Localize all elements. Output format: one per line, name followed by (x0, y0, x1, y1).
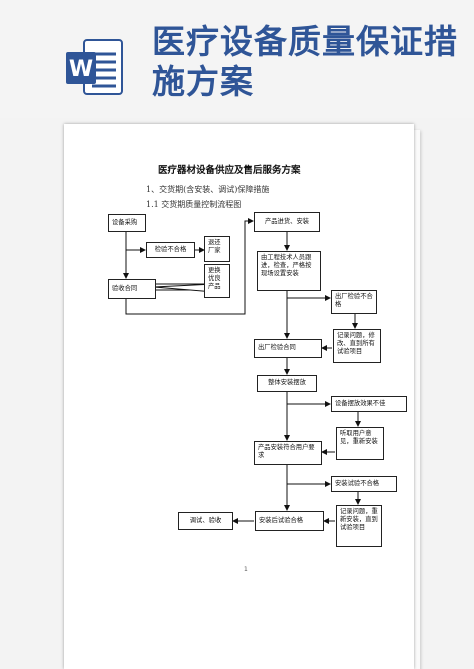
flow-purchase: 设备采购 (108, 214, 146, 232)
flow-replace: 更换优良产品 (204, 264, 230, 298)
banner: W 医疗设备质量保证措施方案 (0, 0, 474, 118)
flow-delivery: 产品进货、安装 (254, 212, 320, 232)
page-number: 1 (244, 566, 248, 573)
flow-record-fix: 记录问题，修改、直到所有试验项目 (333, 329, 381, 363)
flow-listen-user: 听取用户意见，重新安装 (336, 427, 384, 460)
flow-post-install-ok: 安装后试验合格 (255, 511, 324, 531)
document-title: 医疗器材设备供应及售后服务方案 (158, 165, 301, 176)
flow-acceptance-ok: 验收合同 (108, 279, 156, 299)
flow-debug-accept: 调试、验收 (178, 512, 233, 530)
flow-meets-req: 产品安装符合用户要求 (254, 441, 322, 465)
flow-engineer: 由工程技术人员跟进，检查，严格按现场设置安装 (257, 251, 321, 291)
svg-text:W: W (69, 57, 93, 82)
flow-overall-install: 整体安装摆放 (257, 375, 317, 392)
flow-trial-fail: 安装试验不合格 (331, 476, 397, 492)
subsection-heading: 1.1 交货期质量控制流程图 (146, 200, 242, 209)
flow-return-factory: 退还厂家 (204, 236, 230, 262)
flow-placement-bad: 设备摆放效果不佳 (331, 396, 407, 412)
flow-factory-fail: 出厂检验不合格 (331, 290, 377, 314)
section-heading: 1、交货期(含安装、调试)保障措施 (146, 185, 270, 194)
banner-title: 医疗设备质量保证措施方案 (152, 22, 458, 101)
flow-record-reinstall: 记录问题，重新安装，直到试验项目 (336, 505, 382, 547)
flow-factory-ok: 出厂检验合同 (254, 339, 322, 358)
flow-inspect-fail: 检验不合格 (146, 242, 195, 258)
word-document-icon: W (66, 39, 123, 95)
